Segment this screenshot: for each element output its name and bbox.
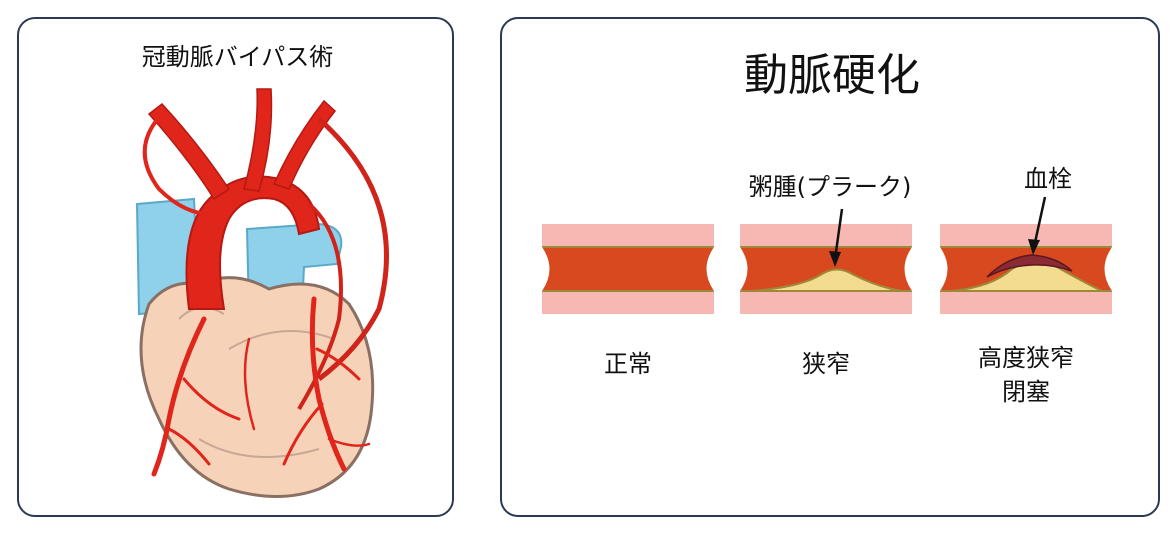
vessel-normal [542, 224, 714, 314]
plaque-label: 粥腫(プラーク) [748, 173, 912, 201]
aortic-branch-2 [243, 88, 273, 192]
right-title: 動脈硬化 [744, 50, 920, 101]
bypass-graft-left [142, 112, 225, 217]
stage-severe-label: 高度狭窄 閉塞 [936, 341, 1116, 409]
stage-normal-label: 正常 [604, 350, 652, 378]
plaque [751, 268, 903, 292]
aortic-branch-3 [272, 99, 337, 190]
left-panel: 冠動脈バイパス術 [17, 17, 454, 517]
thrombus [986, 254, 1073, 278]
plaque-arrow [833, 208, 844, 260]
aortic-branch-1 [147, 102, 231, 201]
left-title: 冠動脈バイパス術 [141, 43, 334, 71]
thrombus-arrow [1032, 196, 1047, 248]
vessel-stenosis [740, 208, 912, 314]
vessel-occlusion [940, 196, 1112, 314]
coronary-arteries [151, 296, 371, 477]
stage-severe-line2: 閉塞 [1002, 378, 1050, 406]
bypass-graft-right-1 [317, 117, 389, 381]
aorta [185, 175, 321, 310]
right-panel: 動脈硬化 [500, 17, 1160, 517]
stage-stenosis-label: 狭窄 [802, 350, 850, 378]
stage-severe-line1: 高度狭窄 [978, 344, 1074, 372]
vessel-diagram [542, 196, 1112, 314]
heart-illustration [135, 88, 389, 498]
thrombus-label: 血栓 [1024, 165, 1072, 193]
